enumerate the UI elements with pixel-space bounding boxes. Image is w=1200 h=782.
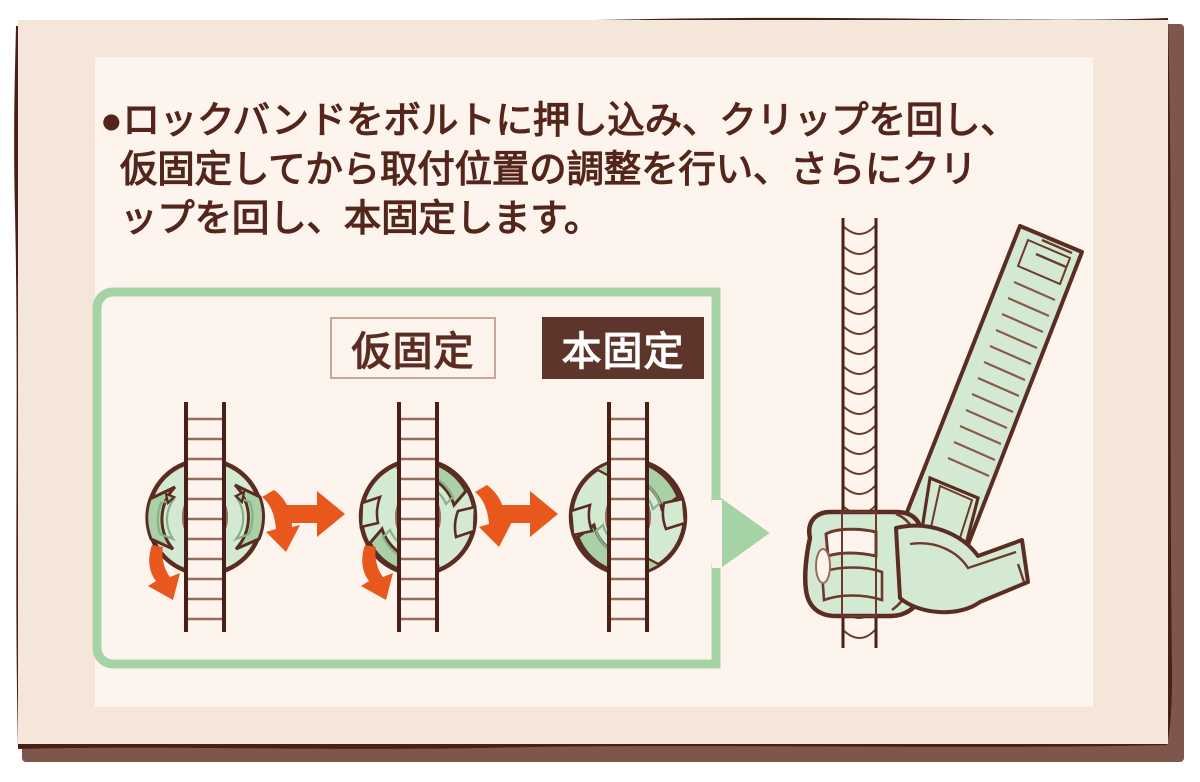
bullet-icon: ● (100, 99, 123, 141)
state-labels: 仮固定 本固定 (330, 317, 730, 383)
instruction-line-3: ップを回し、本固定します。 (120, 196, 602, 239)
instruction-line-1: ロックバンドをボルトに押し込み、クリップを回し、 (122, 99, 1018, 141)
instruction-text: ●ロックバンドをボルトに押し込み、クリップを回し、仮固定してから取付位置の調整を… (100, 96, 1090, 242)
label-temporary-fix: 仮固定 (330, 317, 496, 379)
label-final-fix: 本固定 (542, 317, 704, 379)
instruction-line-2: 仮固定してから取付位置の調整を行い、さらにクリ (120, 147, 977, 190)
